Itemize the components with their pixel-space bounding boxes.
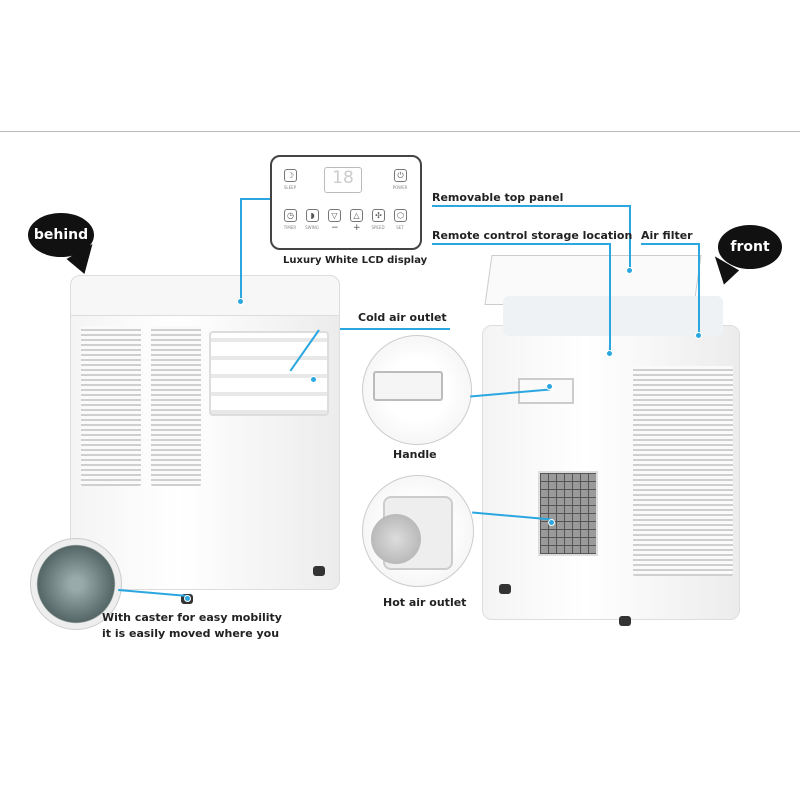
handle-label: Handle bbox=[393, 448, 437, 461]
sleep-label: SLEEP bbox=[283, 185, 297, 190]
speed-label: SPEED bbox=[371, 225, 385, 230]
lcd-readout: 18 bbox=[324, 167, 362, 193]
fan-icon: ✣ bbox=[372, 209, 385, 222]
caster-wheel bbox=[313, 566, 325, 576]
hot-air-outlet-label: Hot air outlet bbox=[383, 596, 467, 609]
power-icon: ⏻ bbox=[394, 169, 407, 182]
removable-top-panel-label: Removable top panel bbox=[432, 191, 564, 204]
cold-air-outlet-label: Cold air outlet bbox=[358, 311, 447, 324]
lcd-display-label: Luxury White LCD display bbox=[283, 255, 428, 266]
side-grille bbox=[633, 366, 733, 576]
caster-wheel bbox=[619, 616, 631, 626]
caster-wheel bbox=[499, 584, 511, 594]
caster-text-2: it is easily moved where you bbox=[102, 627, 280, 640]
behind-bubble: behind bbox=[28, 213, 94, 257]
up-icon: △ bbox=[350, 209, 363, 222]
hot-air-outlet-closeup bbox=[362, 475, 474, 587]
caster-text-1: With caster for easy mobility bbox=[102, 611, 282, 624]
plus-label: + bbox=[353, 223, 361, 233]
down-icon: ▽ bbox=[328, 209, 341, 222]
remote-storage-label: Remote control storage location bbox=[432, 229, 633, 242]
ac-unit-back bbox=[70, 275, 340, 604]
divider bbox=[0, 131, 800, 132]
front-bubble: front bbox=[718, 225, 782, 269]
caster-closeup bbox=[30, 538, 122, 630]
sleep-icon: ☽ bbox=[284, 169, 297, 182]
minus-label: − bbox=[331, 223, 339, 233]
handle-closeup bbox=[362, 335, 472, 445]
air-filter-label: Air filter bbox=[641, 229, 693, 242]
swing-label: SWING bbox=[305, 225, 319, 230]
swing-icon: ◗ bbox=[306, 209, 319, 222]
set-label: SET bbox=[396, 225, 404, 230]
set-icon: ⬡ bbox=[394, 209, 407, 222]
hot-air-outlet-grill bbox=[538, 471, 598, 556]
ac-unit-front bbox=[482, 296, 740, 626]
timer-label: TIMER bbox=[283, 225, 297, 230]
side-grille bbox=[81, 326, 141, 486]
air-filter bbox=[503, 296, 723, 336]
timer-icon: ◷ bbox=[284, 209, 297, 222]
side-grille bbox=[151, 326, 201, 486]
lcd-panel: ☽ SLEEP 18 ⏻ POWER ◷ TIMER ◗ SWING ▽ − △… bbox=[270, 155, 422, 250]
cold-air-outlet-louver bbox=[209, 331, 329, 416]
power-label: POWER bbox=[392, 185, 408, 190]
